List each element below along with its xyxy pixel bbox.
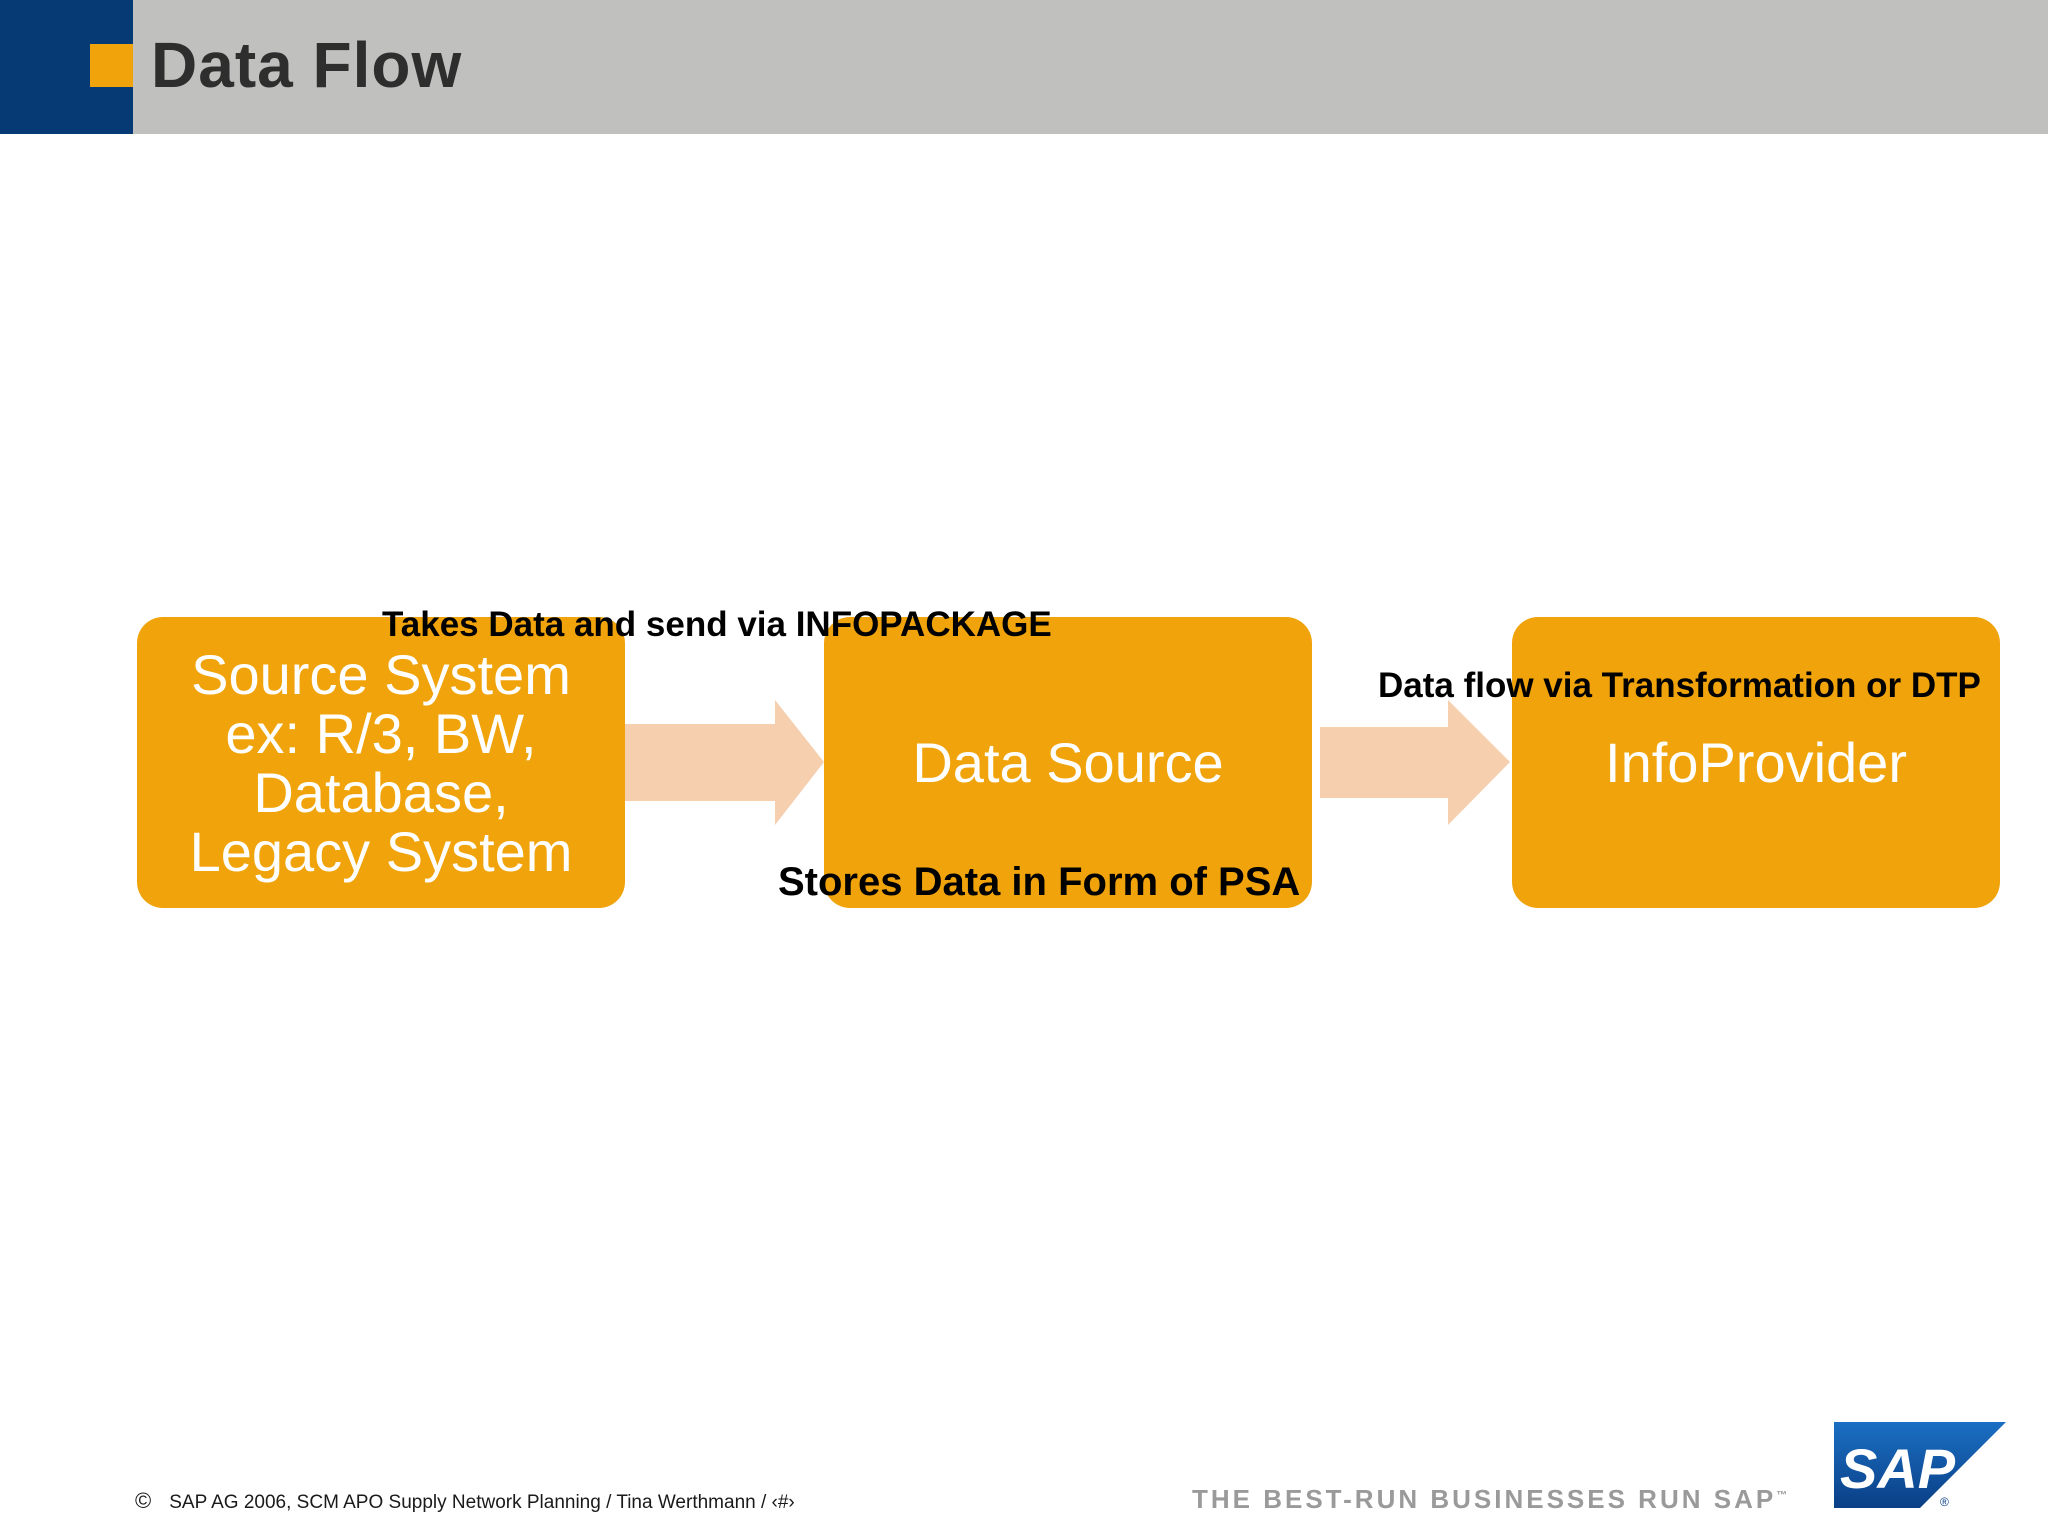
- trademark-mark: ™: [1776, 1489, 1788, 1502]
- header-band: [0, 0, 2048, 134]
- title-bullet-square: [90, 44, 133, 87]
- edge-label-transformation: Data flow via Transformation or DTP: [1378, 666, 1981, 705]
- node-infoprovider: InfoProvider: [1512, 617, 2000, 908]
- page-title: Data Flow: [151, 29, 463, 101]
- tagline-text: THE BEST-RUN BUSINESSES RUN SAP: [1192, 1484, 1777, 1514]
- footer-copyright: © SAP AG 2006, SCM APO Supply Network Pla…: [135, 1488, 795, 1514]
- node-data-source: Data Source: [824, 617, 1312, 908]
- edge-label-infopackage: Takes Data and send via INFOPACKAGE: [382, 605, 1052, 644]
- copyright-text: SAP AG 2006, SCM APO Supply Network Plan…: [169, 1492, 795, 1513]
- arrow-right-icon: [1320, 700, 1510, 825]
- node-source-system: Source System ex: R/3, BW, Database, Leg…: [137, 617, 625, 908]
- node-infoprovider-label: InfoProvider: [1605, 731, 1907, 794]
- arrow-right-icon: [625, 700, 824, 825]
- node-data-source-label: Data Source: [912, 731, 1224, 794]
- sap-tagline: THE BEST-RUN BUSINESSES RUN SAP™: [1192, 1484, 1787, 1515]
- sap-logo-text: SAP: [1840, 1437, 1956, 1500]
- registered-mark: ®: [1940, 1495, 1949, 1508]
- copyright-icon: ©: [135, 1488, 152, 1513]
- annotation-psa: Stores Data in Form of PSA: [778, 860, 1301, 904]
- sap-logo-icon: SAP ®: [1834, 1422, 2006, 1508]
- node-source-system-label: Source System ex: R/3, BW, Database, Leg…: [189, 642, 573, 883]
